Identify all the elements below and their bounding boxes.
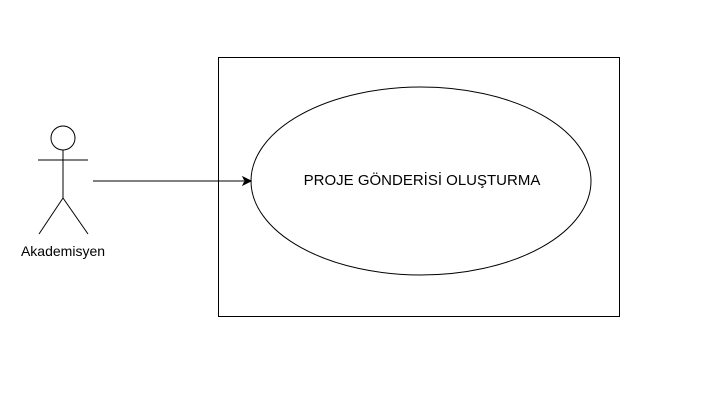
actor-left-leg bbox=[38, 197, 64, 235]
actor-label: Akademisyen bbox=[20, 243, 106, 259]
actor-head bbox=[50, 125, 76, 151]
actor-figure bbox=[38, 125, 89, 235]
actor-right-leg bbox=[62, 197, 89, 235]
association-arrow bbox=[93, 175, 253, 187]
use-case-label: PROJE GÖNDERİSİ OLUŞTURMA bbox=[303, 172, 541, 189]
arrow-head bbox=[241, 175, 253, 187]
